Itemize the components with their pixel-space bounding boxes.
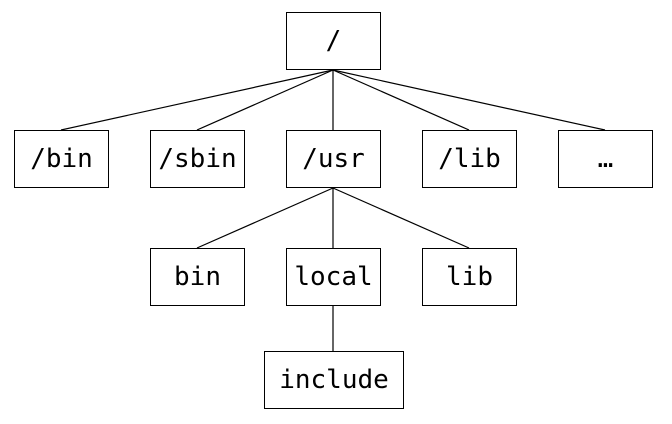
node-usr-local: local [286, 248, 381, 306]
node-ellipsis-label: … [597, 144, 614, 174]
node-usr-local-label: local [294, 262, 373, 292]
edge-usr-bin [196, 187, 334, 249]
node-usr-bin-label: bin [174, 262, 221, 292]
node-usr-label: /usr [302, 144, 365, 174]
edge-root-more [332, 69, 606, 131]
edge-root-lib [332, 69, 470, 131]
node-usr-lib: lib [422, 248, 517, 306]
node-root: / [286, 12, 381, 70]
node-lib-label: /lib [438, 144, 501, 174]
node-ellipsis: … [558, 130, 653, 188]
node-local-include-label: include [279, 365, 389, 395]
node-usr: /usr [286, 130, 381, 188]
node-usr-lib-label: lib [446, 262, 493, 292]
node-bin-label: /bin [30, 144, 93, 174]
node-local-include: include [264, 351, 404, 409]
node-lib: /lib [422, 130, 517, 188]
node-bin: /bin [14, 130, 109, 188]
node-sbin: /sbin [150, 130, 245, 188]
edge-root-sbin [196, 69, 334, 131]
edge-root-bin [60, 69, 334, 131]
node-sbin-label: /sbin [158, 144, 237, 174]
edge-usr-lib [332, 187, 470, 249]
node-usr-bin: bin [150, 248, 245, 306]
node-root-label: / [325, 26, 342, 56]
